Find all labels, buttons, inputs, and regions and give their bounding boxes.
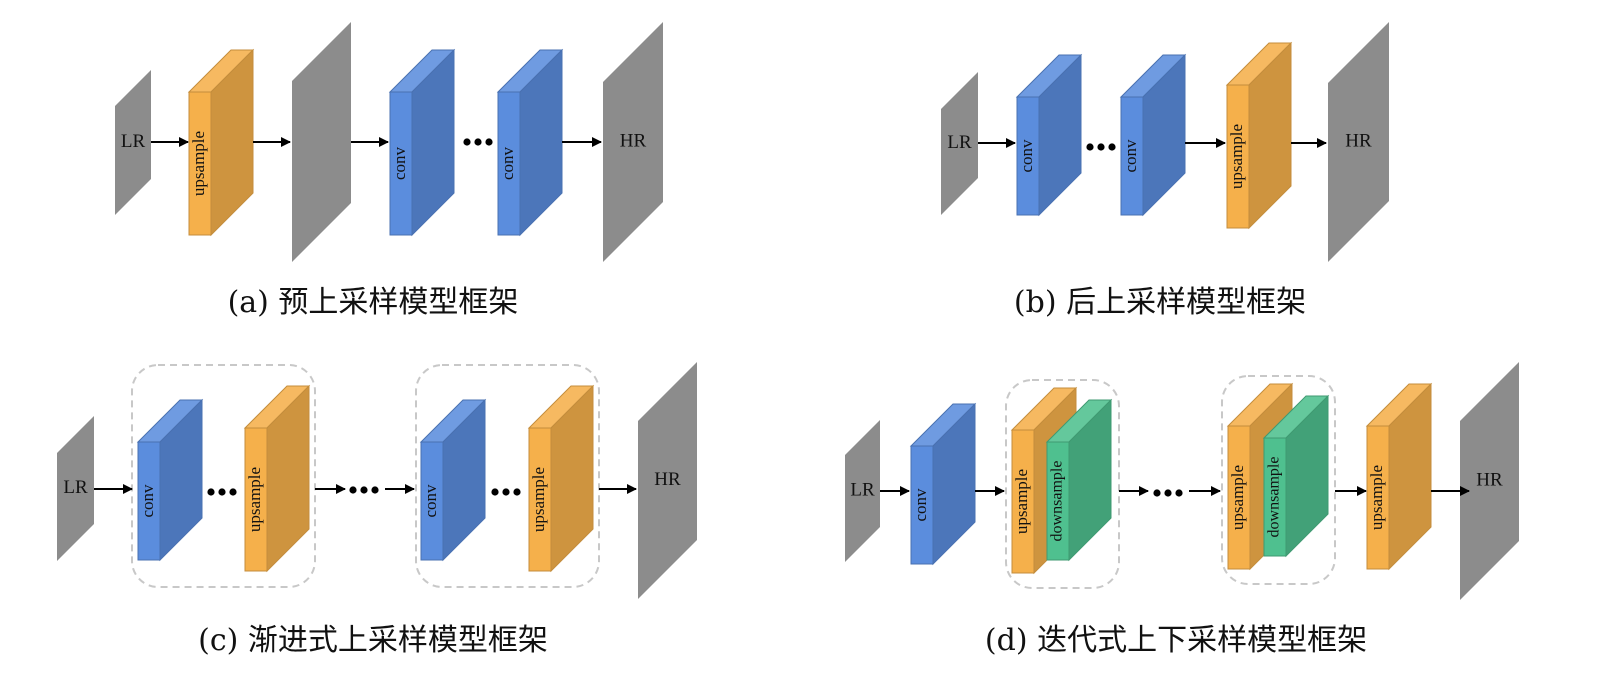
c-upsample-block-2-label: upsample	[529, 467, 548, 532]
a-mid-plane	[292, 22, 351, 262]
c-upsample-block-2	[527, 384, 595, 573]
d-lr-plane	[845, 420, 880, 562]
c-group-2	[415, 364, 600, 588]
d-upsample-block-1-label: upsample	[1012, 469, 1031, 534]
c-lr-plane	[57, 416, 94, 561]
caption-d: (d) 迭代式上下采样模型框架	[985, 623, 1367, 658]
d-lr-plane-label: LR	[850, 479, 875, 500]
d-dots	[1153, 489, 1183, 497]
d-hr-plane	[1460, 362, 1519, 600]
b-lr-plane	[941, 72, 978, 215]
a-dots	[463, 138, 493, 146]
b-lr-plane-label: LR	[947, 132, 972, 153]
d-conv-block-label: conv	[911, 488, 930, 522]
b-upsample-block-label: upsample	[1227, 124, 1246, 189]
c-hr-plane-label: HR	[654, 469, 681, 490]
b-hr-plane	[1328, 22, 1389, 262]
c-lr-plane-label: LR	[63, 477, 88, 498]
a-upsample-block	[187, 48, 255, 237]
c-dots-2	[491, 488, 521, 496]
b-conv-block-1-label: conv	[1017, 139, 1036, 173]
c-group-1	[131, 364, 316, 588]
c-upsample-block-1-label: upsample	[245, 467, 264, 532]
a-conv-block-2-label: conv	[498, 146, 517, 180]
a-lr-plane-label: LR	[121, 131, 146, 152]
a-lr-plane	[115, 70, 151, 215]
a-conv-block-1	[388, 48, 456, 237]
c-conv-block-2	[419, 398, 487, 562]
c-dots-mid	[349, 486, 379, 494]
c-conv-block-2-label: conv	[421, 484, 440, 518]
b-conv-block-2-label: conv	[1121, 139, 1140, 173]
b-dots	[1086, 143, 1116, 151]
d-upsample-block-3	[1365, 382, 1433, 571]
a-conv-block-2	[496, 48, 564, 237]
d-downsample-block-1-label: downsample	[1049, 461, 1066, 542]
d-upsample-block-2-label: upsample	[1228, 465, 1247, 530]
a-hr-plane	[603, 22, 663, 262]
d-group-1	[1005, 379, 1120, 589]
d-downsample-block-2-label: downsample	[1266, 457, 1283, 538]
b-hr-plane-label: HR	[1345, 130, 1372, 151]
d-conv-block	[909, 402, 977, 566]
d-group-2	[1221, 375, 1336, 585]
b-conv-block-2	[1119, 53, 1187, 217]
c-dots-1	[207, 488, 237, 496]
d-downsample-block-1	[1045, 398, 1113, 562]
caption-c: (c) 渐进式上采样模型框架	[198, 623, 548, 658]
caption-a: (a) 预上采样模型框架	[228, 285, 519, 320]
c-hr-plane	[638, 362, 697, 599]
caption-b: (b) 后上采样模型框架	[1014, 285, 1306, 320]
c-upsample-block-1	[243, 384, 311, 573]
a-conv-block-1-label: conv	[390, 146, 409, 180]
b-conv-block-1	[1015, 53, 1083, 217]
d-hr-plane-label: HR	[1476, 469, 1503, 490]
b-upsample-block	[1225, 41, 1293, 230]
d-downsample-block-2	[1262, 394, 1330, 558]
a-hr-plane-label: HR	[620, 130, 647, 151]
a-upsample-block-label: upsample	[189, 131, 208, 196]
c-conv-block-1	[136, 398, 204, 562]
c-conv-block-1-label: conv	[138, 484, 157, 518]
d-upsample-block-3-label: upsample	[1367, 465, 1386, 530]
